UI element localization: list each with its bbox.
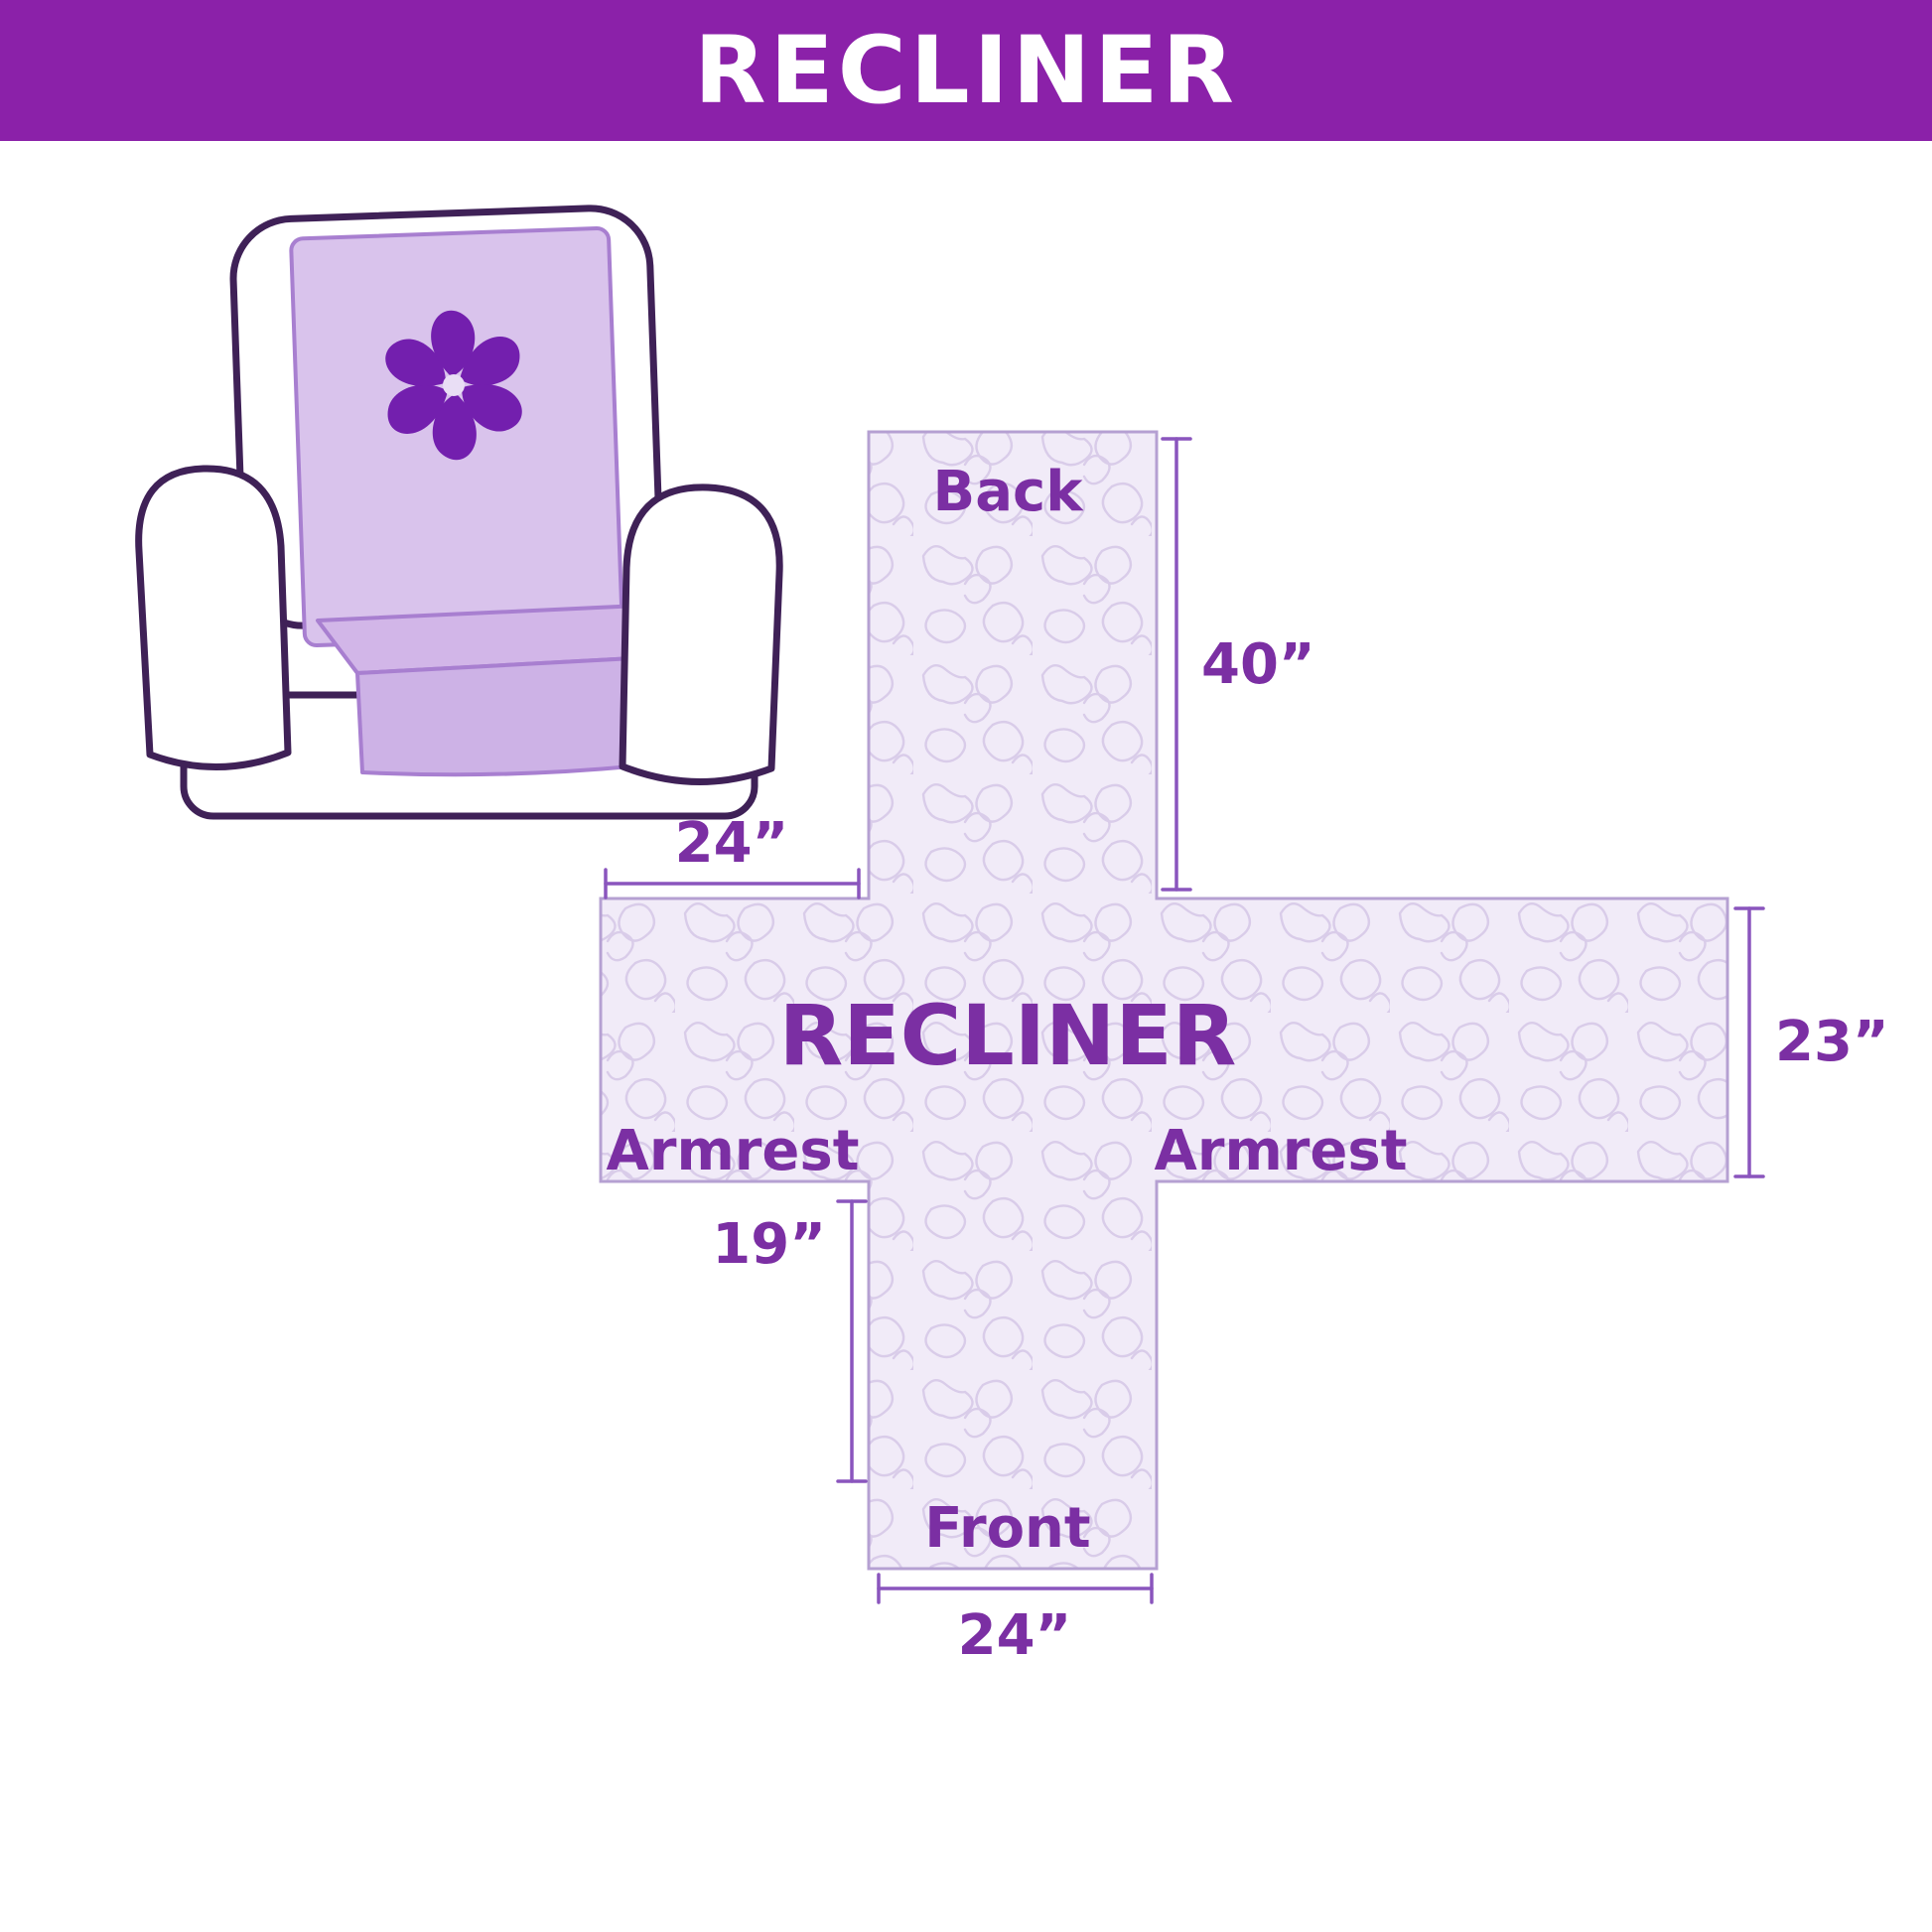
measure-bottom-width-label: 24” [958, 1603, 1072, 1668]
measure-line-front-height [836, 1199, 868, 1483]
measure-side-height-label: 23” [1775, 1010, 1889, 1074]
recliner-illustration [135, 205, 783, 820]
front-label: Front [924, 1496, 1090, 1561]
header-banner: RECLINER [0, 0, 1932, 141]
cover-cross-shape [599, 430, 1729, 1571]
measure-line-back-height [1161, 437, 1192, 892]
measure-line-side-height [1733, 906, 1765, 1178]
pinwheel-icon [385, 310, 522, 461]
measure-line-top-width [604, 868, 861, 899]
chair-right-arm [619, 483, 783, 785]
chair-left-arm [135, 465, 292, 770]
measure-front-height-label: 19” [712, 1212, 826, 1277]
measure-line-bottom-width [877, 1573, 1154, 1604]
back-label: Back [933, 460, 1085, 524]
measure-back-height-label: 40” [1201, 632, 1315, 697]
armrest-right-label: Armrest [1154, 1119, 1407, 1183]
cover-dimensions-diagram: 40” 24” 23” 19” 24” Back [599, 430, 1889, 1668]
measure-top-width-label: 24” [675, 811, 789, 876]
page-title: RECLINER [694, 16, 1238, 125]
armrest-left-label: Armrest [606, 1119, 859, 1183]
center-label: RECLINER [779, 987, 1237, 1084]
